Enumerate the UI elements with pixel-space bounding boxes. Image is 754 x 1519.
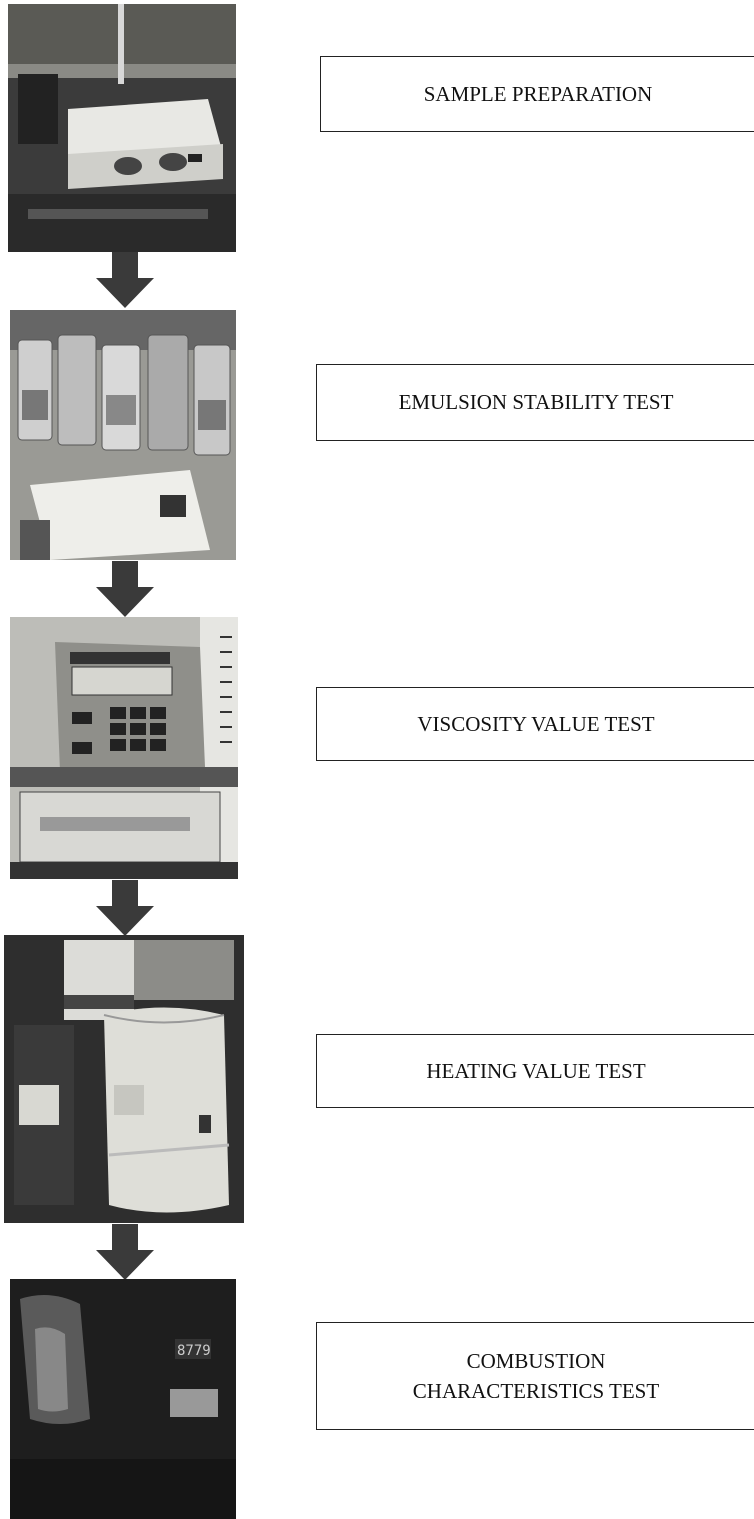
sample-bottles-photo xyxy=(10,310,236,560)
step-label-combustion-characteristics-test: COMBUSTION CHARACTERISTICS TEST xyxy=(316,1322,754,1430)
hotplate-stirrer-photo xyxy=(8,4,236,252)
down-arrow-4 xyxy=(96,1224,154,1280)
svg-text:8779: 8779 xyxy=(177,1343,211,1359)
step-label-text-line1: COMBUSTION xyxy=(466,1348,606,1373)
step-label-sample-preparation: SAMPLE PREPARATION xyxy=(320,56,754,132)
down-arrow-2 xyxy=(96,561,154,617)
step-label-text: EMULSION STABILITY TEST xyxy=(398,390,674,415)
down-arrow-3 xyxy=(96,880,154,936)
step-label-text: HEATING VALUE TEST xyxy=(426,1058,646,1083)
step-label-text-line2: CHARACTERISTICS TEST xyxy=(412,1379,660,1403)
step-label-text: SAMPLE PREPARATION xyxy=(423,81,653,106)
down-arrow-1 xyxy=(96,252,154,308)
combustion-apparatus-photo: 8779 xyxy=(10,1279,236,1519)
step-label-text: VISCOSITY VALUE TEST xyxy=(417,711,655,736)
step-label-emulsion-stability-test: EMULSION STABILITY TEST xyxy=(316,364,754,441)
bomb-calorimeter-photo xyxy=(4,935,244,1223)
step-label-heating-value-test: HEATING VALUE TEST xyxy=(316,1034,754,1108)
step-label-viscosity-value-test: VISCOSITY VALUE TEST xyxy=(316,687,754,761)
viscometer-photo xyxy=(10,617,238,879)
